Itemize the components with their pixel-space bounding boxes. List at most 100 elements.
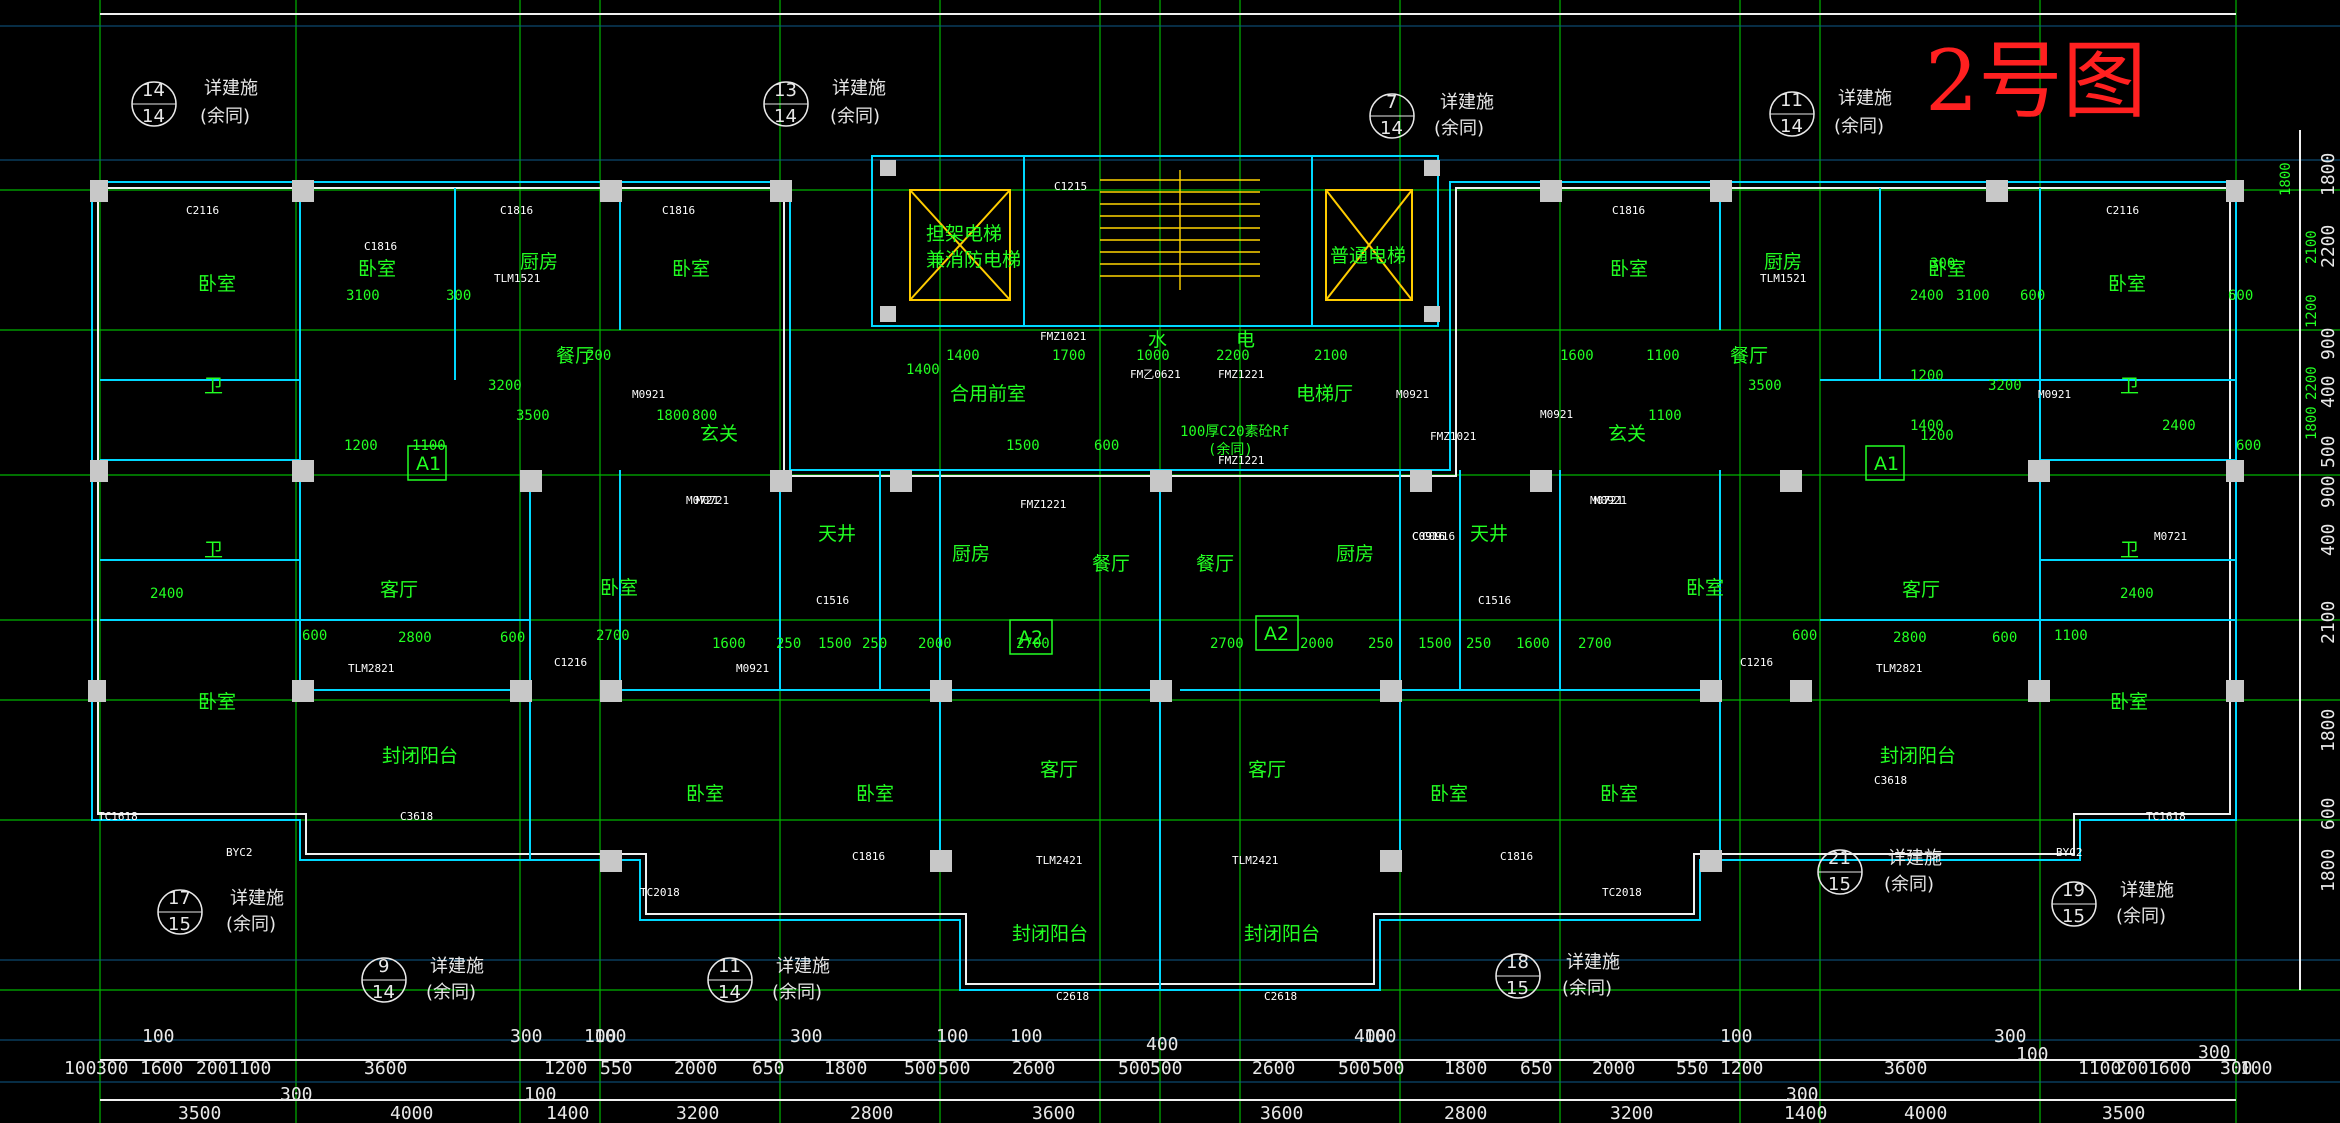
- dimension-value: 2000: [674, 1058, 717, 1079]
- opening-tag: TC1618: [2146, 810, 2186, 823]
- dimension-value: 1100: [1648, 408, 1682, 424]
- svg-text:9: 9: [378, 956, 389, 977]
- svg-text:(余同): (余同): [772, 982, 822, 1003]
- dimension-value: 3100: [346, 288, 380, 304]
- dimension-value: 400: [1146, 1034, 1179, 1055]
- svg-text:14: 14: [1780, 116, 1803, 137]
- dimension-value: 3200: [1610, 1103, 1653, 1123]
- dimension-value: 1400: [1784, 1103, 1827, 1123]
- svg-text:13: 13: [774, 80, 797, 101]
- svg-text:(余同): (余同): [1834, 116, 1884, 137]
- opening-tag: C2116: [2106, 204, 2139, 217]
- svg-text:(余同): (余同): [1562, 978, 1612, 999]
- room-kitchen: 厨房: [952, 543, 990, 565]
- dimension-value: 500: [1150, 1058, 1183, 1079]
- opening-tag: C1216: [1740, 656, 1773, 669]
- svg-text:详建施: 详建施: [1440, 92, 1494, 113]
- dimension-value: 1800: [656, 408, 690, 424]
- svg-text:详建施: 详建施: [1888, 848, 1942, 869]
- dimension-value: 300: [1994, 1026, 2027, 1047]
- detail-callout: 11 14 详建施 (余同): [1769, 88, 1892, 137]
- dimension-value: 100: [594, 1026, 627, 1047]
- dimension-value: 2000: [918, 636, 952, 652]
- dimension-value: 4000: [390, 1103, 433, 1123]
- room-bedroom: 卧室: [1928, 258, 1966, 280]
- dimension-value: 100: [142, 1026, 175, 1047]
- opening-tag: C1216: [554, 656, 587, 669]
- dimension-value: 1600: [1516, 636, 1550, 652]
- room-labels: 卧室 卧室 厨房 卧室 餐厅 玄关 客厅 卧室 卧室 封闭阳台 天井 厨房 餐厅…: [198, 223, 2148, 945]
- room-bath: 卫: [204, 375, 223, 397]
- dimension-value: 1800: [824, 1058, 867, 1079]
- room-closed-balcony: 封闭阳台: [1012, 923, 1088, 945]
- detail-callout: 17 15 详建施 (余同): [157, 888, 284, 935]
- dimension-value: 2400: [2120, 586, 2154, 602]
- dimension-value: 500: [904, 1058, 937, 1079]
- opening-tag: C1816: [1500, 850, 1533, 863]
- label-stretcher-lift: 担架电梯: [926, 223, 1002, 245]
- dimension-value: 2200: [2304, 366, 2320, 400]
- dimension-value: 1000: [1136, 348, 1170, 364]
- opening-tag: M0921: [736, 662, 769, 675]
- svg-text:15: 15: [168, 914, 191, 935]
- svg-text:A2: A2: [1018, 627, 1043, 649]
- dimension-value: 3500: [178, 1103, 221, 1123]
- unit-tags: A1 A2 A2 A1: [407, 445, 1905, 655]
- opening-tag: C1816: [364, 240, 397, 253]
- room-living: 客厅: [1902, 579, 1940, 601]
- opening-tag: C1516: [816, 594, 849, 607]
- dimension-value: 1400: [1910, 418, 1944, 434]
- dimension-value: 600: [2318, 797, 2339, 830]
- dimension-value: 3600: [364, 1058, 407, 1079]
- dimension-value: 1200: [2304, 294, 2320, 328]
- structural-columns: [88, 160, 2244, 872]
- svg-text:14: 14: [1380, 118, 1403, 139]
- label-fire-lift: 兼消防电梯: [926, 249, 1021, 271]
- dimension-value: 3500: [1748, 378, 1782, 394]
- dimension-value: 2000: [1592, 1058, 1635, 1079]
- svg-text:14: 14: [142, 106, 165, 127]
- dimension-value: 500: [1338, 1058, 1371, 1079]
- dimension-value: 1200: [544, 1058, 587, 1079]
- dimension-value: 900: [2318, 327, 2339, 360]
- dimension-value: 2700: [1016, 636, 1050, 652]
- dimension-value: 1500: [1418, 636, 1452, 652]
- opening-tag: M0721: [686, 494, 719, 507]
- opening-tag: C0916: [1422, 530, 1455, 543]
- opening-tag: TC1618: [98, 810, 138, 823]
- room-bedroom: 卧室: [198, 273, 236, 295]
- svg-text:18: 18: [1506, 952, 1529, 973]
- dimension-value: 2700: [1578, 636, 1612, 652]
- svg-text:15: 15: [1828, 874, 1851, 895]
- svg-text:19: 19: [2062, 880, 2085, 901]
- room-bedroom: 卧室: [358, 258, 396, 280]
- opening-tag: FMZ1221: [1020, 498, 1066, 511]
- dimension-value: 2700: [1210, 636, 1244, 652]
- room-living: 客厅: [1040, 759, 1078, 781]
- dimension-value: 2100: [2304, 230, 2320, 264]
- room-bedroom: 卧室: [198, 691, 236, 713]
- room-bedroom: 卧室: [2108, 273, 2146, 295]
- room-bath: 卫: [2120, 539, 2139, 561]
- dimension-value: 1400: [906, 362, 940, 378]
- dimension-value: 1100: [1646, 348, 1680, 364]
- detail-callout: 7 14 详建施 (余同): [1369, 92, 1494, 139]
- dimension-value: 1500: [818, 636, 852, 652]
- dimension-value: 1100: [412, 438, 446, 454]
- dimension-value: 1100: [2054, 628, 2088, 644]
- opening-tag: TLM1521: [494, 272, 540, 285]
- dimension-value: 1200: [344, 438, 378, 454]
- opening-tag: C1816: [500, 204, 533, 217]
- detail-callout: 9 14 详建施 (余同): [361, 956, 484, 1003]
- room-closed-balcony: 封闭阳台: [382, 745, 458, 767]
- opening-tag: M0921: [1540, 408, 1573, 421]
- opening-tag: BYC2: [2056, 846, 2083, 859]
- dimension-value: 3200: [1988, 378, 2022, 394]
- room-lift-hall: 电梯厅: [1296, 383, 1353, 405]
- dimension-value: 2800: [398, 630, 432, 646]
- dimension-value: 1100: [228, 1058, 271, 1079]
- room-kitchen: 厨房: [520, 251, 558, 273]
